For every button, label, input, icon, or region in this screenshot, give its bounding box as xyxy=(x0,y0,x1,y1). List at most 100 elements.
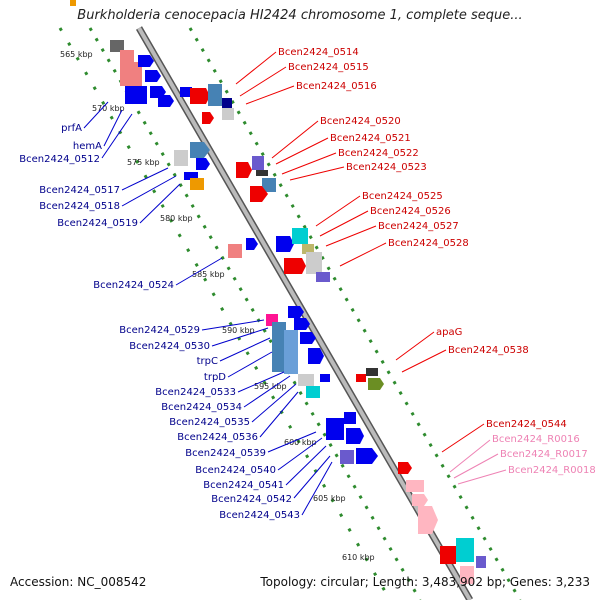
gene-feature[interactable] xyxy=(460,566,474,584)
gene-feature[interactable] xyxy=(292,228,308,244)
scale-labels: 565 kbp 570 kbp 575 kbp 580 kbp 585 kbp … xyxy=(60,50,375,562)
gene-label-left[interactable]: Bcen2424_0533 xyxy=(155,387,236,398)
gene-feature[interactable] xyxy=(294,318,310,330)
gene-label-rna[interactable]: Bcen2424_R0018 xyxy=(508,465,596,476)
gene-feature[interactable] xyxy=(300,332,316,344)
gene-feature[interactable] xyxy=(308,348,324,364)
gene-feature[interactable] xyxy=(236,162,252,178)
gene-feature[interactable] xyxy=(306,252,322,274)
gene-label-right[interactable]: Bcen2424_0528 xyxy=(388,238,469,249)
gene-feature[interactable] xyxy=(184,172,198,180)
gene-feature[interactable] xyxy=(174,150,188,166)
gene-feature[interactable] xyxy=(125,86,147,104)
gene-label-right[interactable]: Bcen2424_0516 xyxy=(296,81,377,92)
gene-feature[interactable] xyxy=(208,84,222,106)
gene-label-left[interactable]: Bcen2424_0542 xyxy=(211,494,292,505)
gene-feature[interactable] xyxy=(70,0,76,6)
gene-label-right[interactable]: Bcen2424_0527 xyxy=(378,221,459,232)
gene-label-left[interactable]: trpD xyxy=(204,372,226,383)
gene-feature[interactable] xyxy=(222,98,232,108)
gene-label-left[interactable]: Bcen2424_0535 xyxy=(169,417,250,428)
gene-feature[interactable] xyxy=(298,374,314,386)
gene-feature[interactable] xyxy=(418,506,438,534)
gene-label-right[interactable]: Bcen2424_0514 xyxy=(278,47,359,58)
gene-feature[interactable] xyxy=(306,386,320,398)
gene-label-left[interactable]: Bcen2424_0519 xyxy=(57,218,138,229)
gene-feature[interactable] xyxy=(196,158,210,170)
gene-label-rna[interactable]: Bcen2424_R0017 xyxy=(500,449,588,460)
gene-feature[interactable] xyxy=(190,178,204,190)
gene-feature[interactable] xyxy=(412,494,428,506)
gene-feature[interactable] xyxy=(340,450,354,464)
gene-label-left[interactable]: Bcen2424_0518 xyxy=(39,201,120,212)
gene-feature[interactable] xyxy=(272,322,286,372)
scale-label: 570 kbp xyxy=(92,104,125,113)
gene-feature[interactable] xyxy=(228,244,242,258)
accession-text: Accession: NC_008542 xyxy=(10,575,147,589)
gene-label-left[interactable]: Bcen2424_0524 xyxy=(93,280,174,291)
gene-feature[interactable] xyxy=(250,186,268,202)
gene-feature[interactable] xyxy=(284,258,306,274)
gene-feature[interactable] xyxy=(356,448,378,464)
gene-feature[interactable] xyxy=(252,156,264,170)
rna-leader-lines xyxy=(449,439,507,485)
gene-feature[interactable] xyxy=(316,272,330,282)
gene-feature[interactable] xyxy=(368,378,384,390)
gene-label-left[interactable]: Bcen2424_0534 xyxy=(161,402,242,413)
gene-label-right[interactable]: Bcen2424_0522 xyxy=(338,148,419,159)
gene-feature[interactable] xyxy=(276,236,294,252)
gene-feature[interactable] xyxy=(366,368,378,376)
gene-feature[interactable] xyxy=(456,538,474,562)
gene-label-left[interactable]: Bcen2424_0530 xyxy=(129,341,210,352)
gene-feature[interactable] xyxy=(158,95,174,107)
gene-feature[interactable] xyxy=(346,428,364,444)
gene-feature[interactable] xyxy=(256,170,268,176)
gene-feature[interactable] xyxy=(138,55,154,67)
scale-label: 610 kbp xyxy=(342,553,375,562)
gene-feature[interactable] xyxy=(120,62,142,86)
gene-feature[interactable] xyxy=(302,244,314,254)
gene-label-right[interactable]: Bcen2424_0538 xyxy=(448,345,529,356)
gene-feature[interactable] xyxy=(284,330,298,374)
gene-label-right[interactable]: Bcen2424_0544 xyxy=(486,419,567,430)
gene-feature[interactable] xyxy=(398,462,412,474)
gene-feature[interactable] xyxy=(344,412,356,424)
gene-label-right[interactable]: apaG xyxy=(436,327,462,338)
gene-label-rna[interactable]: Bcen2424_R0016 xyxy=(492,434,580,445)
gene-label-left[interactable]: Bcen2424_0539 xyxy=(185,448,266,459)
gene-feature[interactable] xyxy=(120,50,134,62)
gene-feature[interactable] xyxy=(476,556,486,568)
gene-label-left[interactable]: Bcen2424_0512 xyxy=(19,154,100,165)
gene-feature[interactable] xyxy=(288,306,304,318)
gene-label-left[interactable]: hemA xyxy=(73,141,102,152)
gene-feature[interactable] xyxy=(320,374,330,382)
gene-feature[interactable] xyxy=(110,40,124,52)
gene-label-left[interactable]: Bcen2424_0529 xyxy=(119,325,200,336)
gene-feature[interactable] xyxy=(262,178,276,192)
gene-label-left[interactable]: Bcen2424_0536 xyxy=(177,432,258,443)
gene-feature[interactable] xyxy=(222,108,234,120)
gene-feature[interactable] xyxy=(202,112,214,124)
gene-label-left[interactable]: Bcen2424_0540 xyxy=(195,465,276,476)
gene-label-left[interactable]: Bcen2424_0543 xyxy=(219,510,300,521)
gene-feature[interactable] xyxy=(180,87,192,97)
gene-feature[interactable] xyxy=(406,480,424,492)
gene-label-right[interactable]: Bcen2424_0515 xyxy=(288,62,369,73)
gene-label-right[interactable]: Bcen2424_0521 xyxy=(330,133,411,144)
gene-label-left[interactable]: trpC xyxy=(197,356,218,367)
gene-label-right[interactable]: Bcen2424_0526 xyxy=(370,206,451,217)
gene-label-right[interactable]: Bcen2424_0523 xyxy=(346,162,427,173)
gene-feature[interactable] xyxy=(190,88,210,104)
gene-feature[interactable] xyxy=(246,238,258,250)
gene-feature[interactable] xyxy=(190,142,210,158)
gene-label-left[interactable]: Bcen2424_0541 xyxy=(203,480,284,491)
gene-feature[interactable] xyxy=(326,418,344,440)
gene-label-right[interactable]: Bcen2424_0525 xyxy=(362,191,443,202)
gene-feature[interactable] xyxy=(356,374,366,382)
gene-feature[interactable] xyxy=(440,546,456,564)
gene-feature[interactable] xyxy=(145,70,161,82)
gene-label-left[interactable]: prfA xyxy=(61,123,82,134)
gene-label-left[interactable]: Bcen2424_0517 xyxy=(39,185,120,196)
gene-label-right[interactable]: Bcen2424_0520 xyxy=(320,116,401,127)
scale-label: 575 kbp xyxy=(127,158,160,167)
